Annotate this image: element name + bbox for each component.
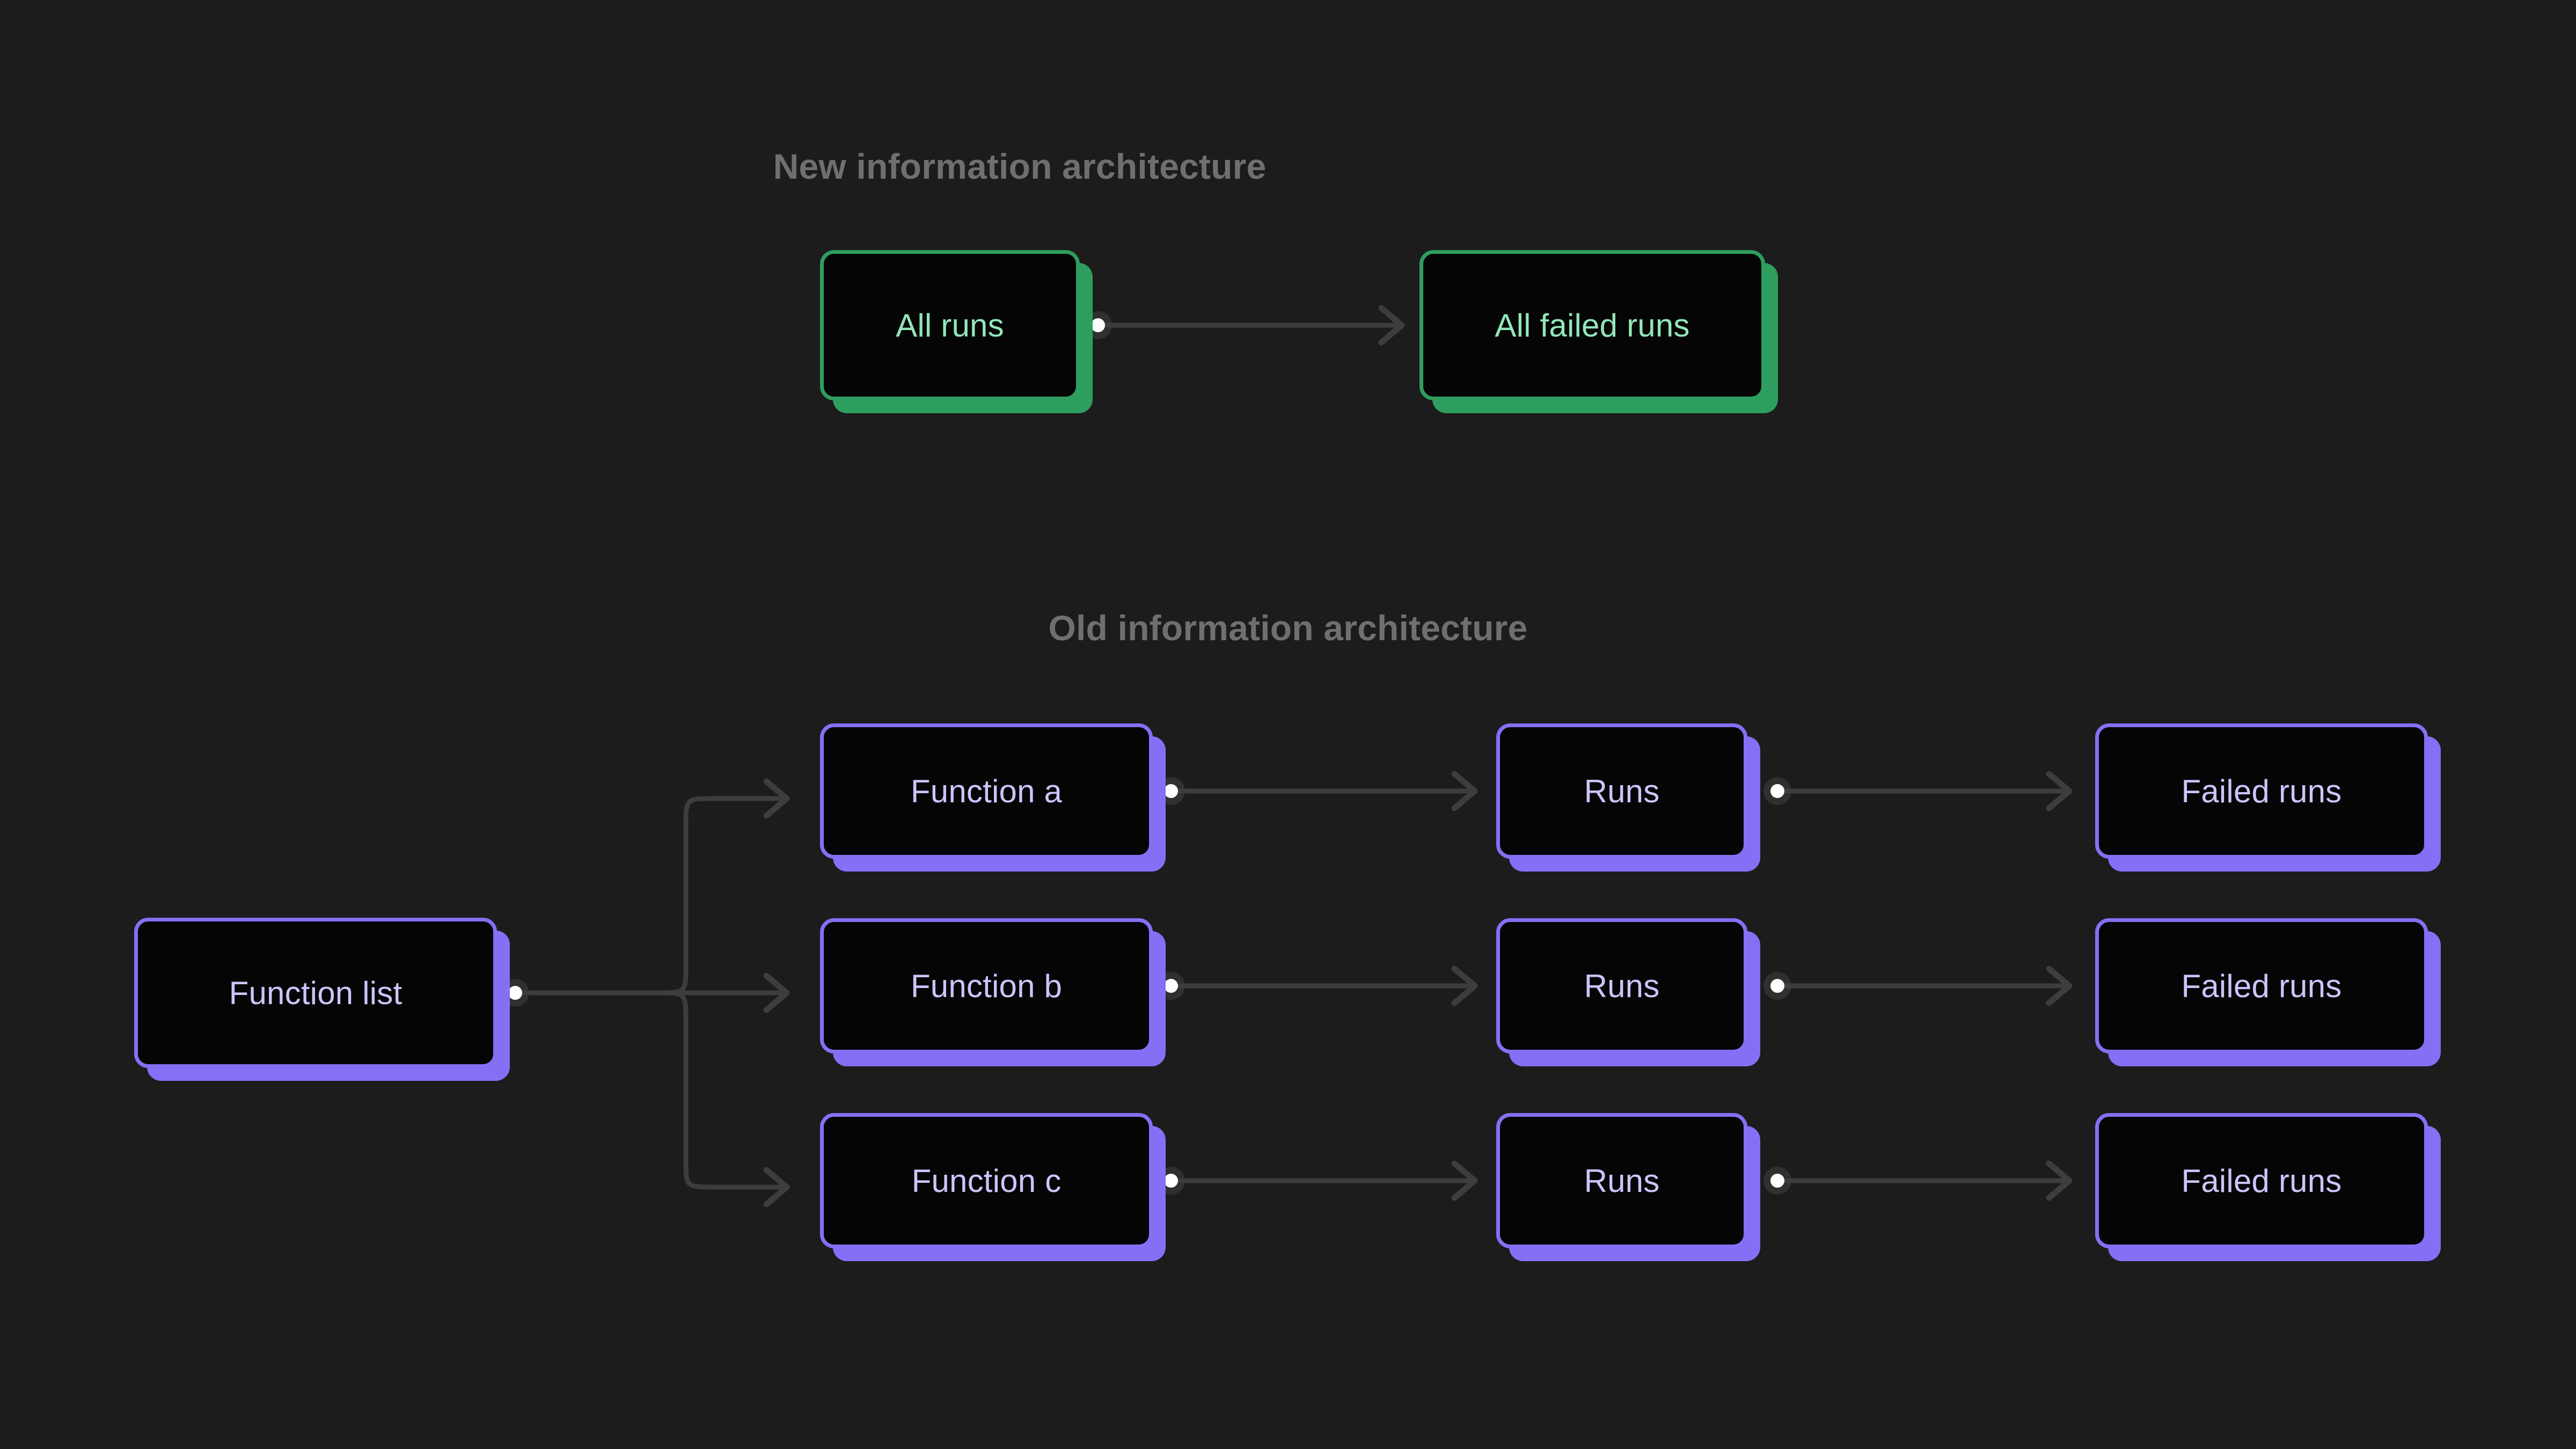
edge-runs-b-to-failed-runs-b: [1763, 965, 2073, 1006]
node-all-runs-label: All runs: [896, 307, 1004, 343]
node-all-runs[interactable]: All runs: [820, 250, 1080, 400]
node-function-b[interactable]: Function b: [820, 918, 1153, 1053]
node-function-a-label: Function a: [910, 773, 1063, 809]
node-function-list[interactable]: Function list: [134, 918, 497, 1068]
node-runs-a[interactable]: Runs: [1496, 723, 1747, 859]
edge-runs-c-to-failed-runs-c: [1763, 1160, 2073, 1201]
node-runs-c-label: Runs: [1584, 1162, 1660, 1199]
node-failed-runs-b-label: Failed runs: [2181, 968, 2342, 1004]
node-failed-runs-c-label: Failed runs: [2181, 1162, 2342, 1199]
node-runs-b[interactable]: Runs: [1496, 918, 1747, 1053]
edge-function-c-to-runs-c: [1157, 1160, 1478, 1201]
old-architecture-title: Old information architecture: [1048, 608, 1528, 648]
node-runs-a-label: Runs: [1584, 773, 1660, 809]
node-function-list-label: Function list: [229, 975, 402, 1011]
node-all-failed-runs-label: All failed runs: [1495, 307, 1690, 343]
node-failed-runs-a[interactable]: Failed runs: [2095, 723, 2428, 859]
node-runs-c[interactable]: Runs: [1496, 1113, 1747, 1248]
node-function-c-label: Function c: [911, 1162, 1062, 1199]
edge-all-runs-to-all-failed-runs: [1084, 305, 1405, 346]
node-function-a[interactable]: Function a: [820, 723, 1153, 859]
node-failed-runs-b[interactable]: Failed runs: [2095, 918, 2428, 1053]
new-architecture-title: New information architecture: [773, 147, 1267, 186]
node-runs-b-label: Runs: [1584, 968, 1660, 1004]
node-function-b-label: Function b: [910, 968, 1063, 1004]
node-function-c[interactable]: Function c: [820, 1113, 1153, 1248]
edge-function-a-to-runs-a: [1157, 771, 1478, 811]
node-all-failed-runs[interactable]: All failed runs: [1419, 250, 1765, 400]
edge-function-b-to-runs-b: [1157, 965, 1478, 1006]
node-failed-runs-a-label: Failed runs: [2181, 773, 2342, 809]
edge-runs-a-to-failed-runs-a: [1763, 771, 2073, 811]
node-failed-runs-c[interactable]: Failed runs: [2095, 1113, 2428, 1248]
edge-function-list-branch: [501, 778, 790, 1208]
